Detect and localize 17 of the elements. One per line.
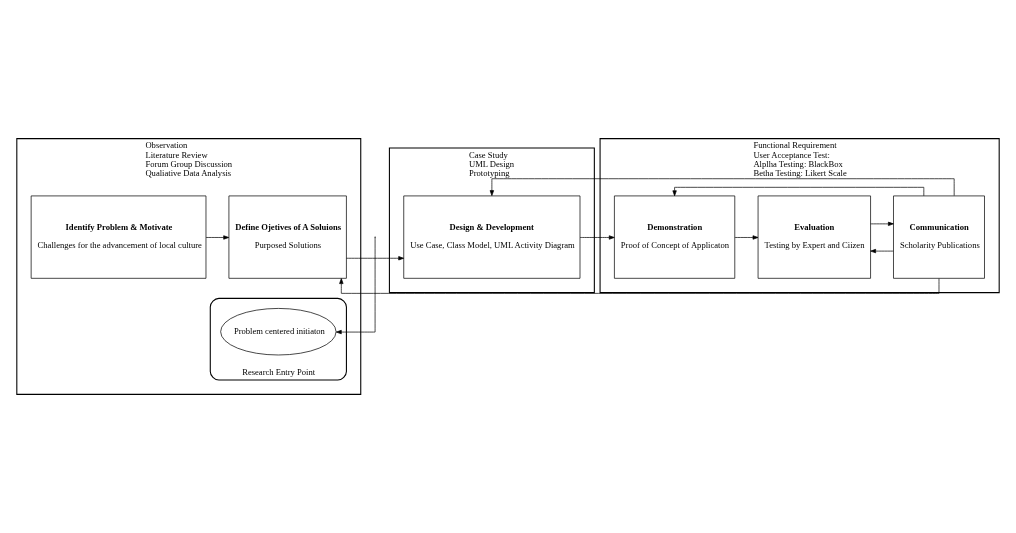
node-box: Evaluation Testing by Expert and Ciizen bbox=[757, 195, 871, 279]
arrow bbox=[579, 235, 615, 240]
node-box: Design & Development Use Case, Class Model, UML Activity Diagram bbox=[403, 195, 581, 279]
arrow bbox=[489, 178, 955, 196]
node-box: Define Ojetives of A Soluions Purposed Solutions bbox=[228, 195, 347, 279]
arrow bbox=[339, 278, 940, 294]
arrow bbox=[672, 186, 925, 197]
node-box: Demonstration Proof of Concept of Applicaton bbox=[614, 195, 736, 279]
arrow bbox=[870, 221, 894, 226]
node-ellipse: Problem centered initiaton bbox=[220, 308, 337, 356]
arrow bbox=[205, 235, 230, 240]
arrow bbox=[335, 237, 376, 335]
node-box: Communication Scholarity Publications bbox=[893, 195, 985, 279]
arrow bbox=[734, 235, 759, 240]
arrow bbox=[870, 249, 894, 254]
arrow bbox=[346, 256, 405, 261]
node-box: Identify Problem & Motivate Challenges for the advancement of local culture bbox=[30, 195, 207, 279]
